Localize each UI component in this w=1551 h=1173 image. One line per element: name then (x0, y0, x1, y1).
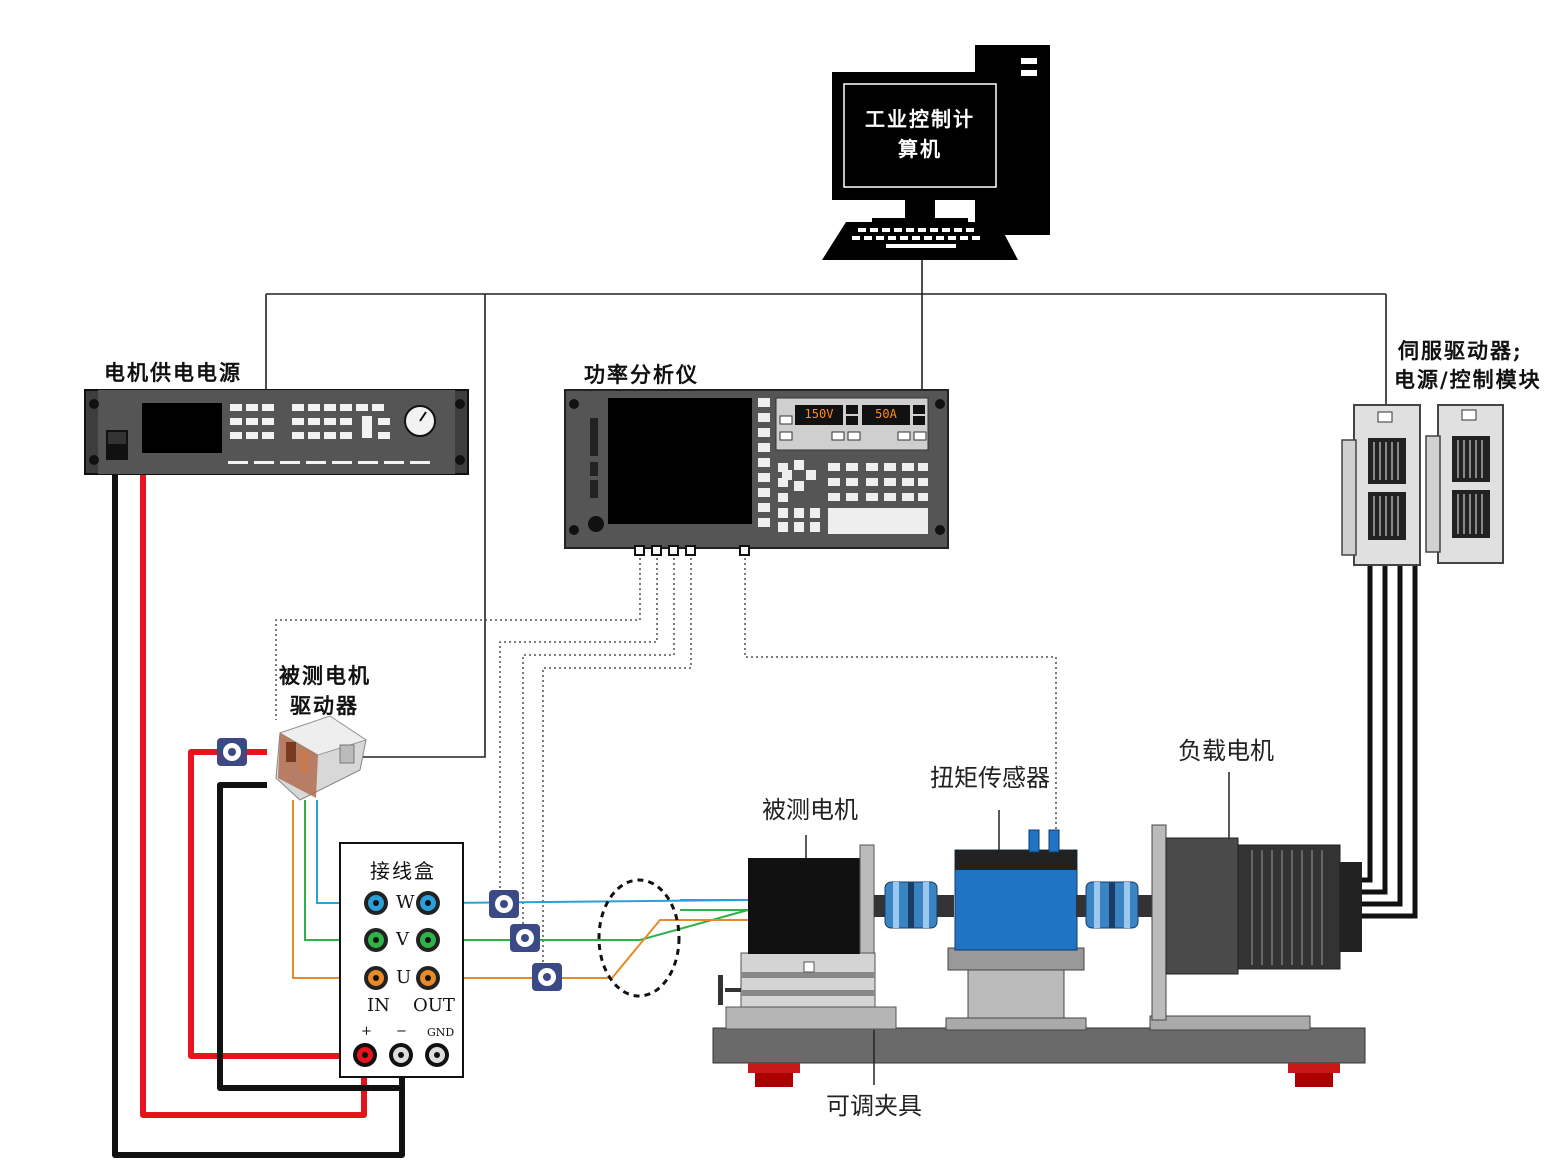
bench-base (712, 1027, 1366, 1087)
load-motor (1149, 772, 1362, 1031)
phase-v-label: V (396, 929, 409, 950)
servo-drivers (1341, 404, 1504, 566)
shaft-coupling-2 (1076, 881, 1156, 929)
current-sensor-v (510, 924, 540, 952)
current-sensor-w (489, 890, 519, 918)
phase-w-label: W (396, 892, 415, 913)
dut-motor-driver (275, 715, 368, 801)
fixture-label: 可调夹具 (826, 1092, 922, 1120)
minus-label: − (396, 1024, 407, 1039)
power-supply-label: 电机供电电源 (104, 360, 242, 385)
servo-label-line2: 电源/控制模块 (1394, 367, 1542, 392)
torque-sensor (945, 810, 1087, 1031)
measurement-lines (275, 553, 1057, 970)
current-sensors (217, 738, 562, 991)
communication-lines (265, 255, 1387, 758)
load-motor-label: 负载电机 (1178, 737, 1274, 765)
torque-sensor-label: 扭矩传感器 (930, 764, 1050, 792)
analyzer-current-readout: 50A (875, 407, 897, 421)
servo-driver-2 (1425, 404, 1504, 564)
plus-label: + (361, 1024, 372, 1039)
power-analyzer (564, 389, 949, 556)
adjustable-fixture (718, 952, 897, 1085)
phase-u-label: U (396, 967, 412, 988)
analyzer-voltage-readout: 150V (804, 407, 834, 421)
current-sensor-u (532, 963, 562, 991)
servo-label-line1: 伺服驱动器; (1398, 338, 1523, 363)
shaft-coupling-1 (874, 881, 954, 929)
industrial-pc (822, 45, 1050, 260)
servo-driver-1 (1341, 404, 1421, 566)
gnd-label: GND (427, 1026, 455, 1039)
pc-label-line1: 工业控制计 (865, 107, 975, 131)
junction-box (339, 842, 464, 1078)
power-analyzer-label: 功率分析仪 (584, 362, 699, 387)
dut-driver-label-line2: 驱动器 (290, 693, 359, 718)
servo-cables (1362, 565, 1418, 919)
dut-motor (748, 835, 875, 954)
out-label: OUT (413, 995, 455, 1016)
junction-box-title: 接线盒 (370, 859, 436, 883)
motor-power-supply (84, 389, 469, 475)
cable-bundle-ellipse (597, 878, 681, 998)
pc-label-line2: 算机 (898, 137, 942, 161)
dut-driver-label-line1: 被测电机 (279, 663, 371, 688)
dut-motor-label: 被测电机 (762, 796, 858, 824)
pc-label: 工业控制计 算机 (844, 104, 996, 164)
in-label: IN (367, 995, 390, 1016)
current-sensor-supply (217, 738, 247, 766)
